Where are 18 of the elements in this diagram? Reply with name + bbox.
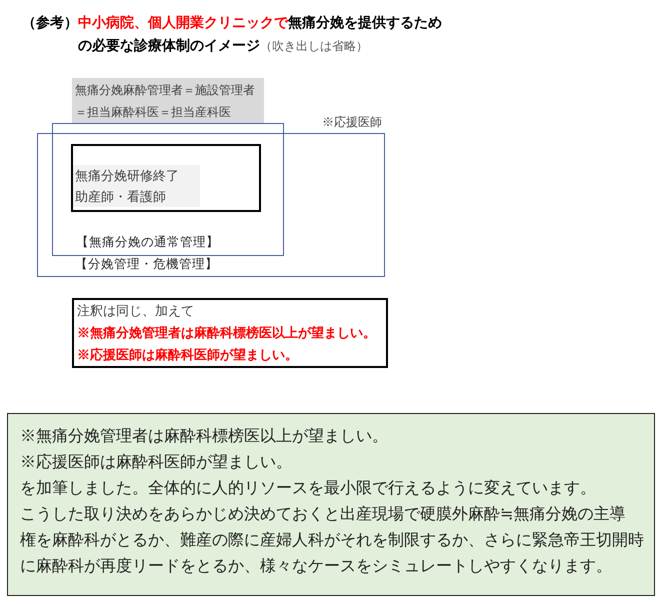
comment-box [7, 413, 655, 596]
note-text: 注釈は同じ、加えて [76, 302, 195, 320]
frame-heading: ※応援医師 [322, 114, 382, 130]
comment-text: ※無痛分娩管理者は麻酔科標榜医以上が望ましい。 [20, 425, 389, 447]
comment-text: を加筆しました。全体的に人的リソースを最小限で行えるように変えています。 [20, 477, 597, 499]
title: （参考）中小病院、個人開業クリニックで無痛分娩を提供するための必要な診療体制のイメージ（吹き出しは省略） [22, 13, 443, 55]
note-text: ※応援医師は麻酔科医師が望ましい。 [76, 346, 299, 364]
staff-text: 無痛分娩研修終了助産師・看護師 [73, 165, 200, 207]
note-box [72, 298, 388, 368]
role-box [72, 78, 264, 124]
frame-label: 【分娩管理・危機管理】 [75, 256, 218, 272]
staff-box [71, 144, 261, 212]
comment-text: こうした取り決めをあらかじめ決めておくと出産現場で硬膜外麻酔≒無痛分娩の主導権を麻酔科がとるか、難産の際に産婦人科がそれを制限するか、さらに緊急帝王切開時に麻酔科が再度リードをとるか、様々なケースをシミュレートしやすくなります。 [20, 503, 645, 577]
role-text: 無痛分娩麻酔管理者＝施設管理者＝担当麻酔科医＝担当産科医 [74, 82, 256, 121]
note-text: ※無痛分娩管理者は麻酔科標榜医以上が望ましい。 [76, 324, 377, 342]
comment-text: ※応援医師は麻酔科医師が望ましい。 [20, 451, 293, 473]
frame-label: 【無痛分娩の通常管理】 [76, 234, 219, 250]
scope-frame [52, 123, 284, 256]
